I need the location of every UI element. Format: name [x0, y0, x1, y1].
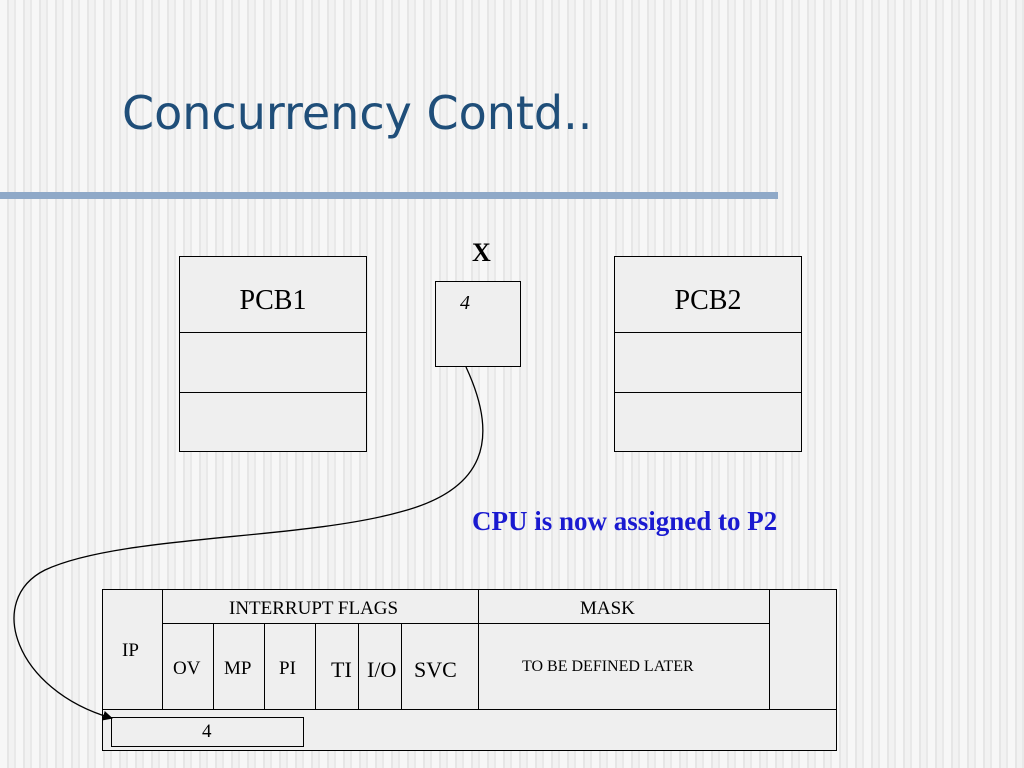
cpu-assignment-message: CPU is now assigned to P2 — [472, 506, 778, 536]
slide-title: Concurrency Contd.. — [122, 86, 593, 140]
ip-value-box: 4 — [111, 717, 304, 747]
flag-pi: PI — [279, 658, 296, 679]
pcb1-field-row — [180, 333, 366, 393]
header-row-divider — [162, 623, 769, 624]
flag-divider — [401, 623, 402, 709]
interrupt-flags-label: INTERRUPT FLAGS — [229, 598, 399, 619]
pcb1-label: PCB1 — [180, 257, 366, 333]
title-divider — [0, 192, 778, 199]
variable-x-value: 4 — [460, 292, 470, 314]
ip-value: 4 — [202, 721, 212, 742]
mask-label: MASK — [580, 598, 635, 619]
pcb2-label: PCB2 — [615, 257, 801, 333]
flag-divider — [213, 623, 214, 709]
flag-divider — [358, 623, 359, 709]
flag-svc: SVC — [414, 657, 457, 682]
flag-divider — [315, 623, 316, 709]
cpu-register-table: IP INTERRUPT FLAGS MASK OV MP PI TI I/O … — [102, 589, 837, 751]
pcb2-field-row — [615, 333, 801, 393]
mask-end-divider — [769, 590, 770, 709]
ip-label: IP — [122, 640, 139, 661]
flag-ov: OV — [173, 658, 201, 679]
bottom-row-divider — [103, 709, 836, 710]
pcb1-box: PCB1 — [179, 256, 367, 452]
flag-mp: MP — [224, 658, 252, 679]
ip-divider — [162, 590, 163, 709]
variable-x-label: X — [472, 238, 491, 267]
variable-x-box: 4 — [435, 281, 521, 367]
mask-value: TO BE DEFINED LATER — [522, 658, 694, 675]
flag-ti: TI — [331, 657, 352, 682]
flags-mask-divider — [478, 590, 479, 709]
pcb2-box: PCB2 — [614, 256, 802, 452]
flag-io: I/O — [367, 657, 397, 682]
flag-divider — [264, 623, 265, 709]
